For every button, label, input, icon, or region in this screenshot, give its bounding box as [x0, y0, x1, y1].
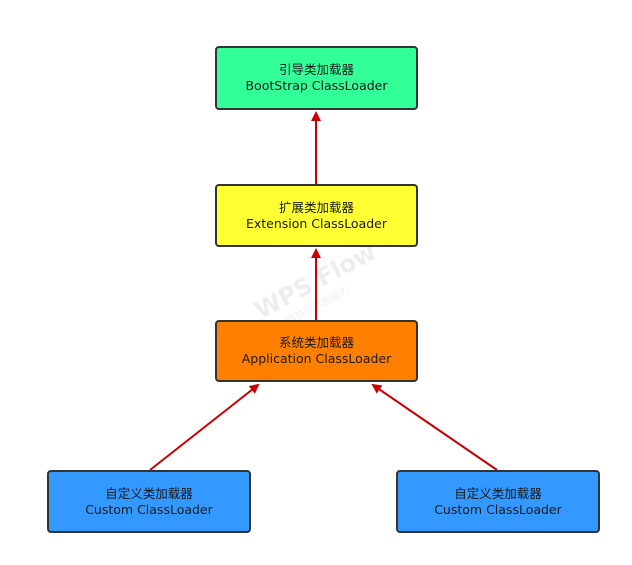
node-bootstrap-title: 引导类加载器 — [278, 62, 354, 77]
node-application-title: 系统类加载器 — [278, 335, 354, 350]
node-extension-subtitle: Extension ClassLoader — [245, 215, 388, 231]
node-extension-title: 扩展类加载器 — [278, 199, 354, 215]
arrow-custom-left-to-application — [149, 383, 260, 471]
node-custom-right-subtitle: Custom ClassLoader — [434, 501, 562, 517]
node-application-subtitle: Application ClassLoader — [241, 351, 392, 366]
node-bootstrap-subtitle: BootStrap ClassLoader — [245, 78, 388, 93]
arrow-custom-right-to-application — [371, 383, 498, 471]
node-extension-classloader[interactable]: 扩展类加载器 Extension ClassLoader — [215, 184, 418, 247]
node-custom-classloader-right[interactable]: 自定义类加载器 Custom ClassLoader — [396, 470, 600, 533]
node-bootstrap-classloader[interactable]: 引导类加载器 BootStrap ClassLoader — [215, 46, 418, 110]
node-custom-classloader-left[interactable]: 自定义类加载器 Custom ClassLoader — [47, 470, 251, 533]
node-application-classloader[interactable]: 系统类加载器 Application ClassLoader — [215, 320, 418, 382]
node-custom-left-subtitle: Custom ClassLoader — [85, 501, 213, 517]
node-custom-right-title: 自定义类加载器 — [454, 485, 542, 501]
node-custom-left-title: 自定义类加载器 — [105, 485, 193, 501]
